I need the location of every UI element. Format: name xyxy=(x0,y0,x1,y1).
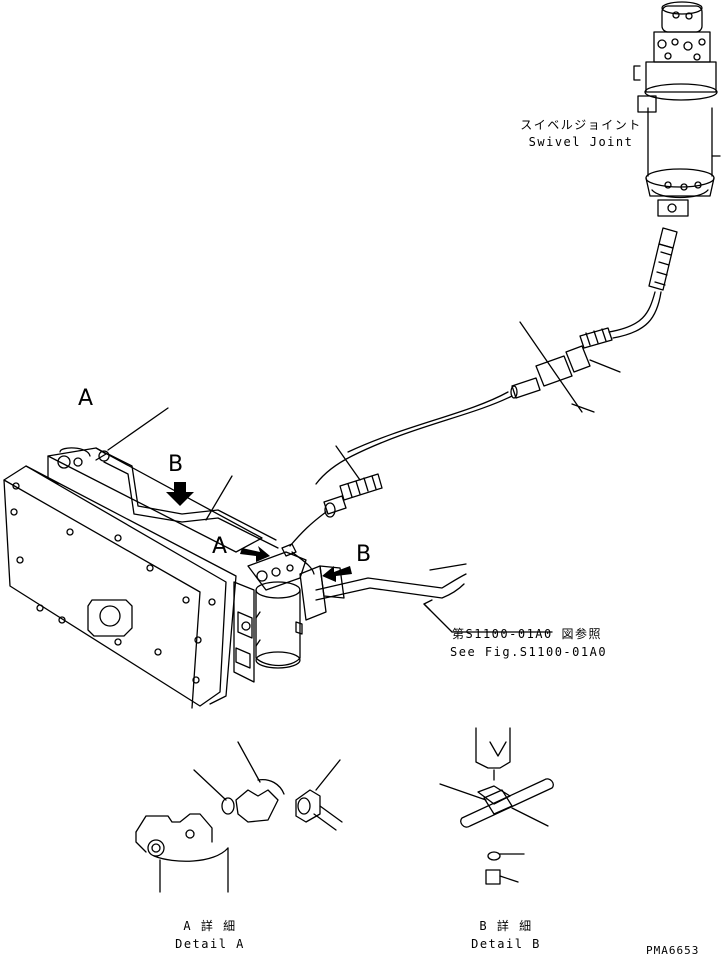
detail-b-title-en: Detail B xyxy=(471,937,541,951)
detail-a-title-en: Detail A xyxy=(175,937,245,951)
detail-a-title-jp: A 詳 細 xyxy=(183,919,237,933)
detail-b-drawing xyxy=(439,727,554,885)
callout-b-mid: B xyxy=(356,542,372,567)
reference-label-en: See Fig.S1100-01A0 xyxy=(450,645,608,659)
reference-label-jp: 第S1100-01A0 図参照 xyxy=(452,627,602,641)
detail-b-title-jp: B 詳 細 xyxy=(479,919,533,933)
arrow-b-top xyxy=(166,482,194,506)
arrow-a-mid xyxy=(240,546,270,562)
hose-upper xyxy=(510,227,678,413)
callout-a-mid: A xyxy=(212,534,228,559)
pipe-right xyxy=(315,563,553,633)
swivel-joint-label-jp: スイベルジョイント xyxy=(520,118,642,132)
callout-a-top: A xyxy=(78,386,94,411)
callout-b-top: B xyxy=(168,452,184,477)
detail-a-drawing xyxy=(135,741,343,893)
arrow-b-mid xyxy=(322,566,352,582)
swivel-joint-label-en: Swivel Joint xyxy=(528,135,634,149)
swivel-joint xyxy=(633,1,721,217)
figure-code: PMA6653 xyxy=(646,944,700,957)
hose-lower xyxy=(289,391,513,547)
travel-motor xyxy=(3,407,279,709)
filter-housing xyxy=(247,543,345,669)
